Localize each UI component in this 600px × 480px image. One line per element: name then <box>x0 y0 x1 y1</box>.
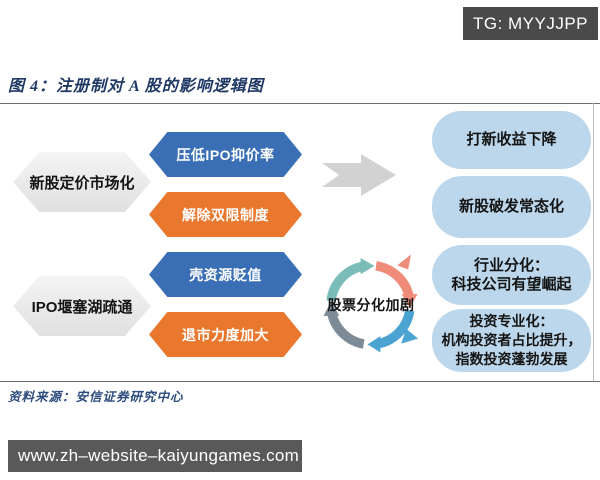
node-industry-divergence: 行业分化： 科技公司有望崛起 <box>432 245 591 305</box>
right-arrow-icon <box>322 154 396 196</box>
source-divider <box>0 381 600 382</box>
node-label: 壳资源贬值 <box>189 266 262 283</box>
node-label: 新股定价市场化 <box>29 174 135 192</box>
website-url: www.zh–website–kaiyungames.com <box>18 446 300 465</box>
cycle-arrowhead-teal <box>360 257 375 275</box>
node-ipo-pricing-marketization: 新股定价市场化 <box>13 152 151 212</box>
node-line: 科技公司有望崛起 <box>451 276 572 293</box>
cycle-arc-teal <box>326 261 364 302</box>
node-investment-professionalization: 投资专业化： 机构投资者占比提升， 指数投资蓬勃发展 <box>432 309 591 372</box>
cycle-flare-blue <box>401 328 419 344</box>
node-label: 退市力度加大 <box>182 326 269 343</box>
figure-title: 图 4：注册制对 A 股的影响逻辑图 <box>8 78 264 95</box>
node-label: 解除双限制度 <box>182 206 269 223</box>
node-label: 压低IPO抑价率 <box>176 146 275 163</box>
node-line: 投资专业化： <box>469 313 554 330</box>
title-divider <box>0 103 600 104</box>
node-new-share-yield-drop: 打新收益下降 <box>432 111 591 169</box>
node-line: 机构投资者占比提升， <box>441 332 582 349</box>
figure-right-border <box>593 103 594 381</box>
node-ipo-backlog-relief: IPO堰塞湖疏通 <box>13 276 151 336</box>
node-shell-value-decline: 壳资源贬值 <box>149 252 302 297</box>
node-line: 行业分化： <box>473 256 549 274</box>
telegram-badge-text: TG: MYYJJPP <box>472 13 589 33</box>
telegram-badge: TG: MYYJJPP <box>463 7 598 40</box>
cycle-arc-salmon <box>375 261 414 298</box>
cycle-arc-blue <box>377 309 415 349</box>
figure-source: 资料来源：安信证券研究中心 <box>8 390 184 404</box>
cycle-label: 股票分化加剧 <box>327 297 415 313</box>
website-bar: www.zh–website–kaiyungames.com <box>8 440 302 472</box>
right-arrow-shape <box>322 154 396 196</box>
cycle-arc-gray <box>327 311 365 349</box>
node-lower-ipo-underpricing: 压低IPO抑价率 <box>149 132 302 177</box>
node-line: 指数投资蓬勃发展 <box>455 350 568 367</box>
node-ipo-break-normalized: 新股破发常态化 <box>432 176 591 238</box>
node-line: 打新收益下降 <box>466 131 557 149</box>
cycle-arrowhead-gray <box>323 301 340 316</box>
cycle-flare-salmon <box>397 254 412 270</box>
node-remove-dual-limits: 解除双限制度 <box>149 192 302 237</box>
node-label: IPO堰塞湖疏通 <box>31 298 133 316</box>
cycle-arrowhead-blue <box>367 336 381 353</box>
node-line: 新股破发常态化 <box>458 198 564 216</box>
cycle-arrowhead-salmon <box>401 294 418 308</box>
cycle-arrows-icon <box>323 254 419 353</box>
node-stronger-delisting: 退市力度加大 <box>149 312 302 357</box>
